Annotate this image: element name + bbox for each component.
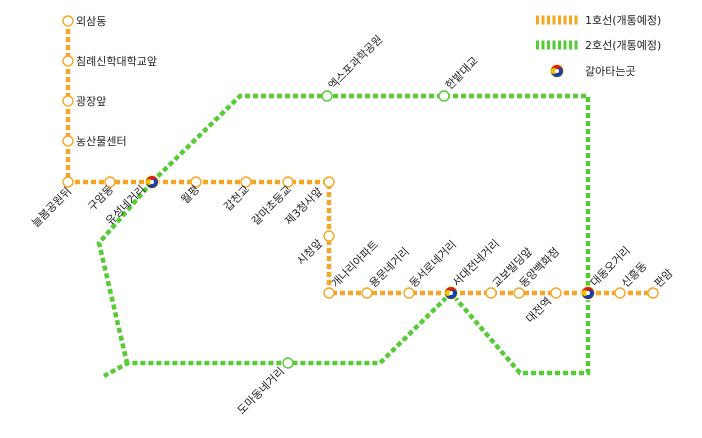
legend: 1호선(개통예정) 2호선(개통예정) 갈아타는곳 — [536, 14, 661, 79]
line2-route — [96, 93, 591, 378]
station-sicheong[interactable] — [323, 230, 335, 242]
label-hanbat: 한밭대교 — [443, 54, 481, 92]
line2-branch — [96, 180, 154, 364]
label-neulbom: 늘봄공원뒤 — [29, 185, 74, 230]
station-dongyang[interactable] — [513, 287, 525, 299]
label-sicheong: 시청앞 — [294, 237, 325, 268]
label-oesamdong: 외삼동 — [76, 15, 106, 28]
label-sinheung: 신흥동 — [618, 259, 649, 290]
transfer-taegeuk-icon — [549, 63, 565, 79]
station-je3cheongsa[interactable] — [323, 176, 335, 188]
label-nongsanmul: 농산물센터 — [76, 135, 127, 148]
station-panam[interactable] — [647, 287, 659, 299]
station-doma[interactable] — [282, 357, 294, 369]
label-chimrye: 침례신학대학교앞 — [76, 55, 157, 68]
station-neulbom[interactable] — [62, 176, 74, 188]
station-hanbat[interactable] — [438, 90, 450, 102]
station-yongmun[interactable] — [361, 287, 373, 299]
station-wolpyeong[interactable] — [190, 176, 202, 188]
line2-path — [102, 93, 591, 378]
station-daejeonyeok[interactable] — [550, 287, 562, 299]
station-expo[interactable] — [321, 90, 333, 102]
station-nongsanmul[interactable] — [62, 135, 74, 147]
station-gyobo[interactable] — [485, 287, 497, 299]
label-daejeonyeok: 대전역 — [523, 295, 554, 326]
station-galma[interactable] — [282, 176, 294, 188]
line1-path — [65, 21, 653, 296]
station-oesamdong[interactable] — [62, 15, 74, 27]
station-labels: 외삼동 침례신학대학교앞 광장앞 농산물센터 늘봄공원뒤 구암동 유성네거리 월… — [29, 15, 675, 417]
station-dongseo[interactable] — [403, 287, 415, 299]
label-doma: 도마동네거리 — [235, 365, 287, 417]
legend-line2-label: 2호선(개통예정) — [585, 39, 661, 52]
station-gapcheon[interactable] — [240, 176, 252, 188]
transfer-stations — [144, 174, 596, 301]
station-gaenari[interactable] — [323, 287, 335, 299]
station-gwangjang[interactable] — [62, 95, 74, 107]
label-expo: 엑스포과학공원 — [326, 33, 385, 92]
station-chimrye[interactable] — [62, 55, 74, 67]
label-panam: 판암 — [652, 267, 676, 291]
transfer-yuseong-icon[interactable] — [144, 174, 160, 190]
legend-transfer-label: 갈아타는곳 — [585, 64, 636, 78]
station-sinheung[interactable] — [614, 287, 626, 299]
transfer-daedong-icon[interactable] — [580, 285, 596, 301]
legend-line1-label: 1호선(개통예정) — [585, 14, 661, 27]
stations — [62, 15, 659, 369]
transfer-seodae-icon[interactable] — [443, 285, 459, 301]
station-guamdong[interactable] — [104, 176, 116, 188]
label-gwangjang: 광장앞 — [76, 95, 106, 108]
line1-route — [65, 21, 653, 296]
